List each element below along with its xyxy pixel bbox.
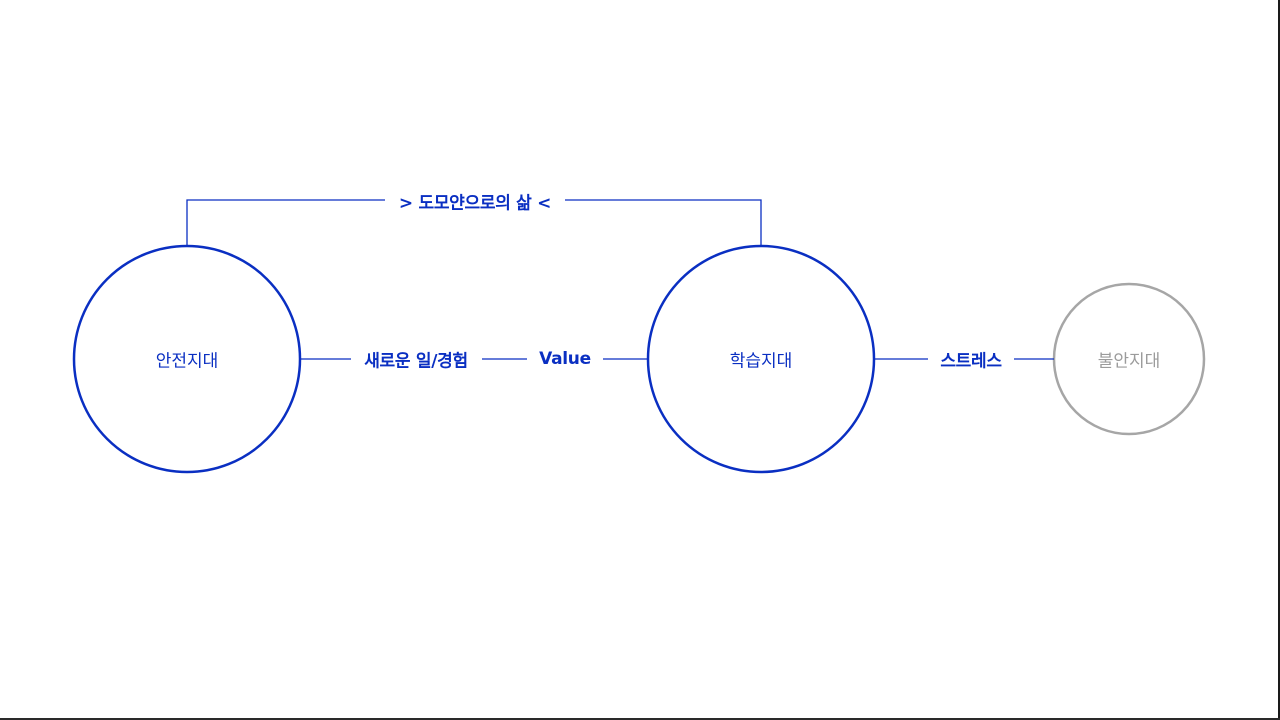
learning-zone-label: 학습지대 [729,351,793,372]
value-label: Value [539,349,591,369]
chevron-right-icon: > [398,193,413,214]
top-label: > 도모얀으로의 삶 < [399,189,551,214]
stress-label: 스트레스 [940,351,1002,372]
new-work-label: 새로운 일/경험 [364,351,468,372]
window-border-bottom [0,718,1280,720]
panic-zone-label: 불안지대 [1097,351,1161,372]
bracket-left-line [186,199,385,246]
top-label-text: 도모얀으로의 삶 [418,193,532,214]
chevron-left-icon: < [537,193,552,214]
window-border-right [1278,0,1280,720]
comfort-zone-label: 안전지대 [155,351,219,372]
bracket-right-line [565,199,762,246]
